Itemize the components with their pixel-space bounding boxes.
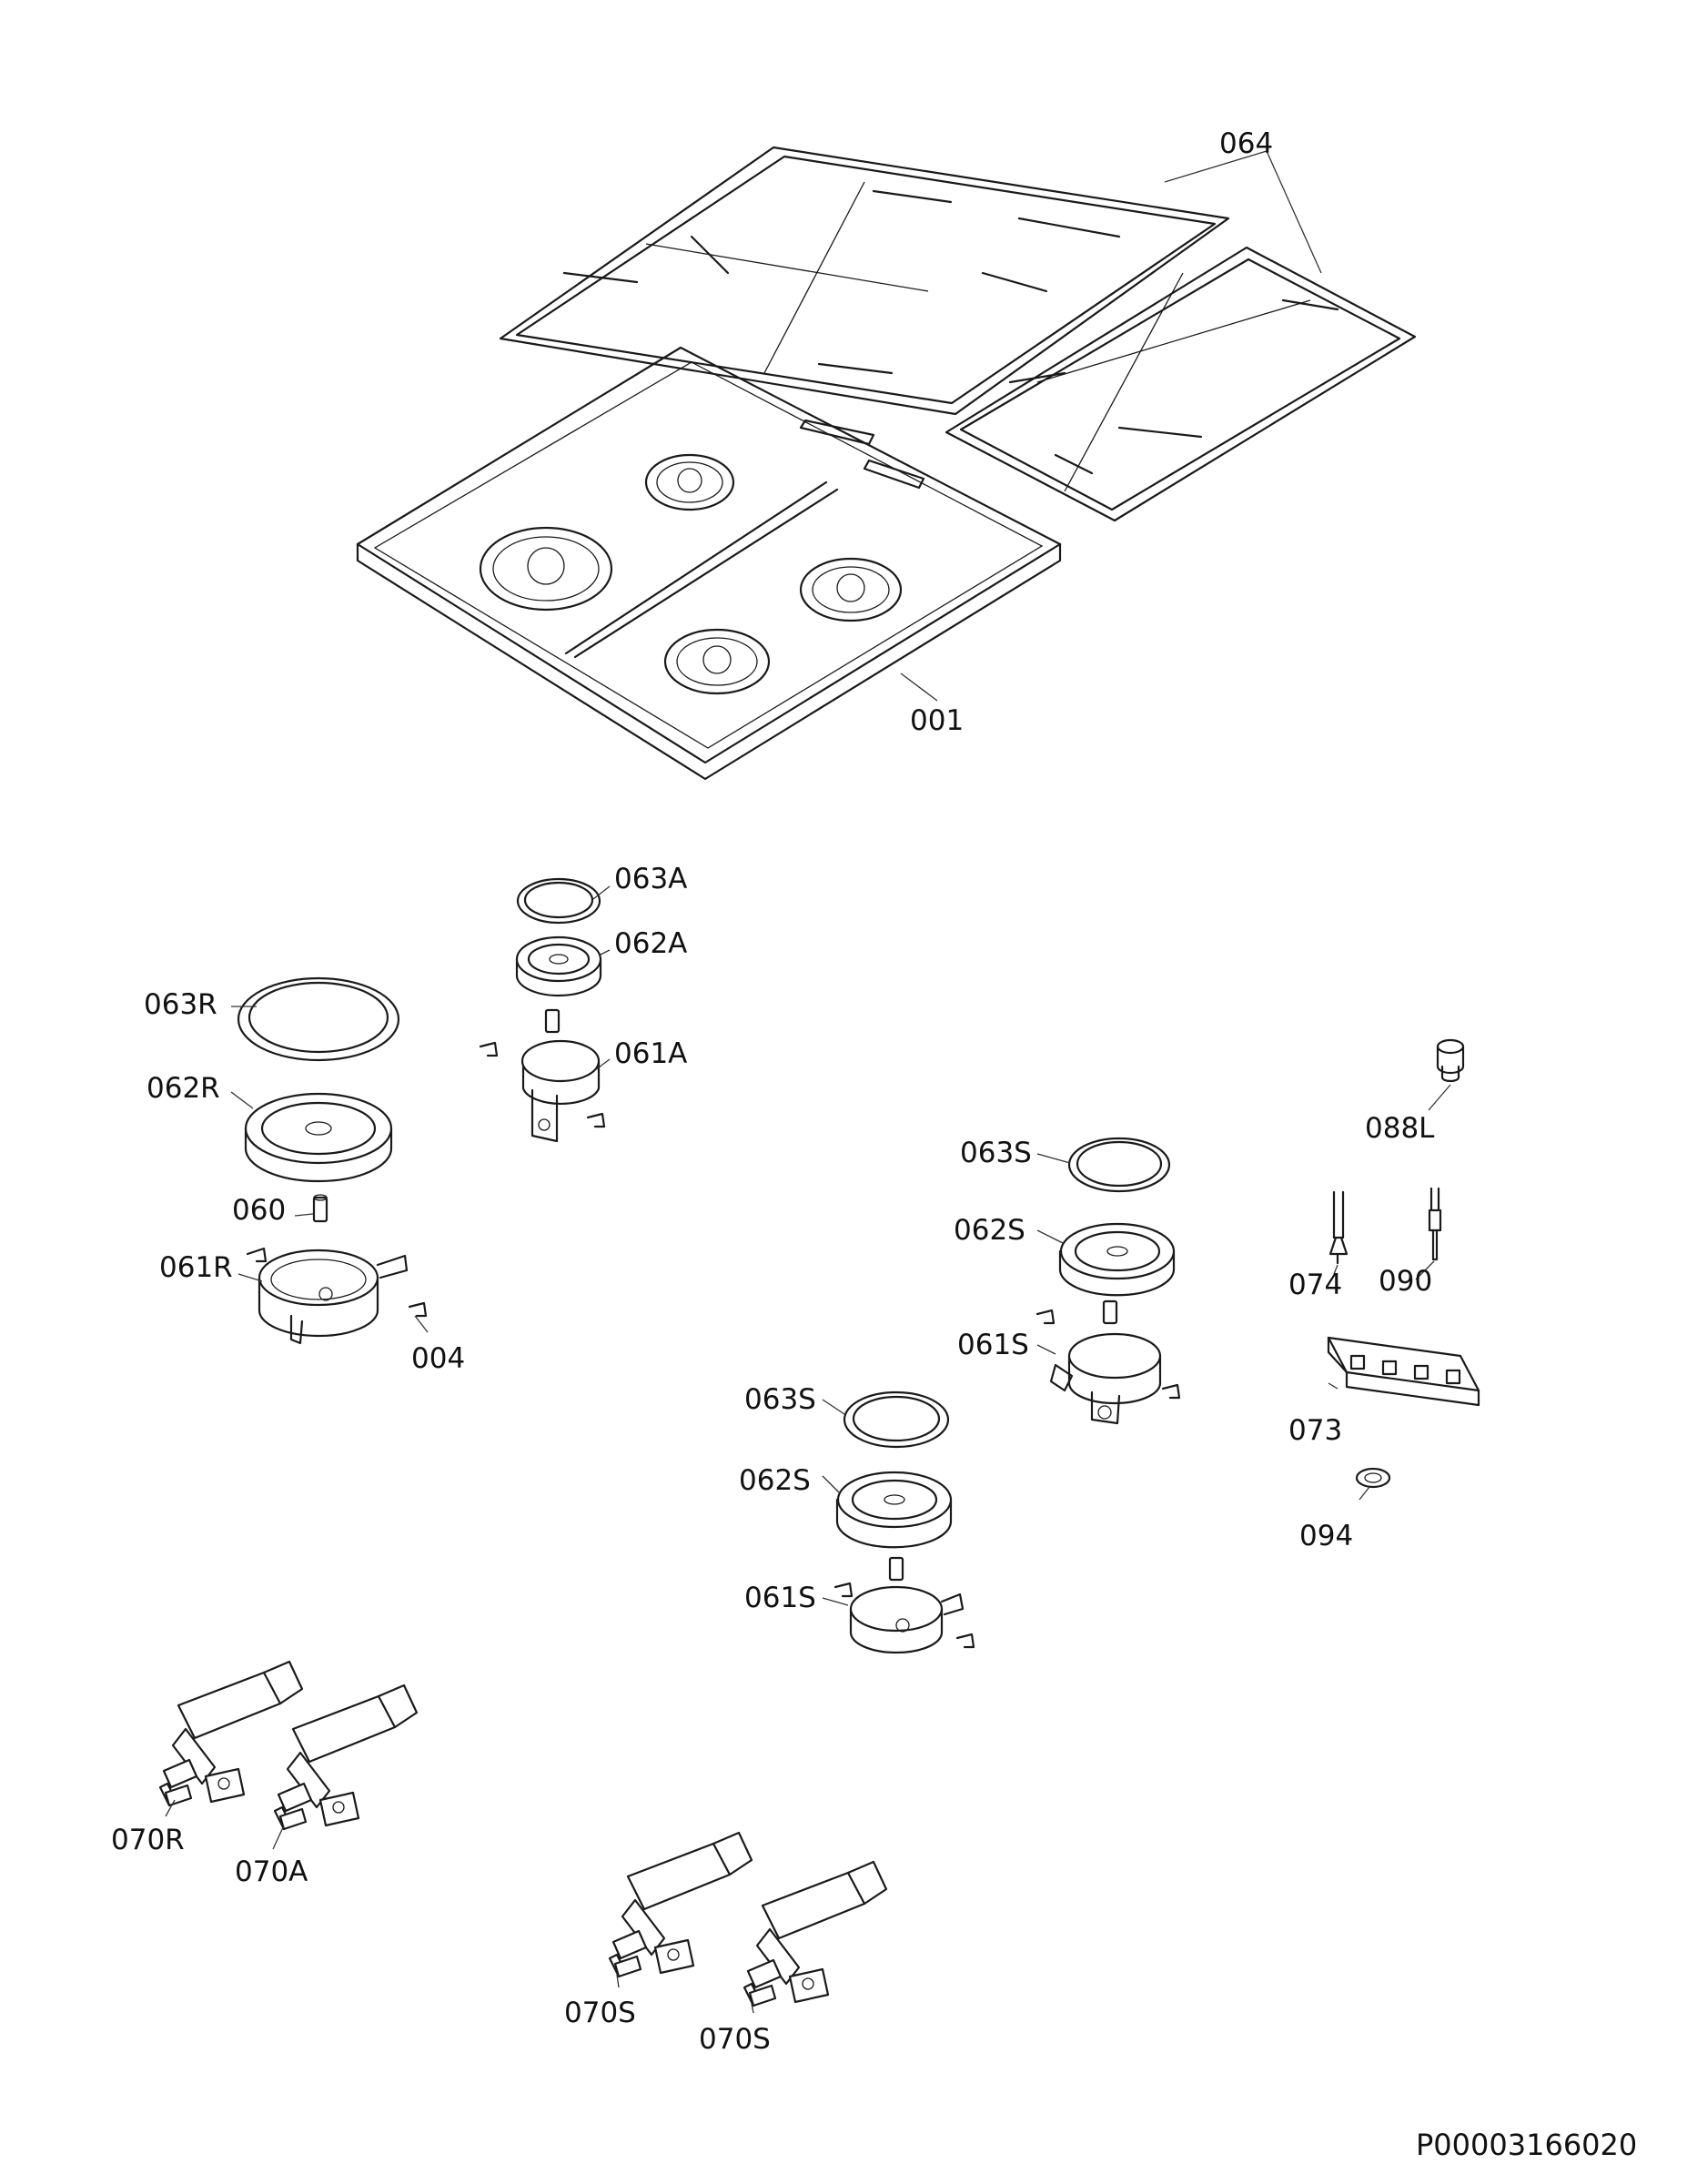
label-088L: 088L xyxy=(1365,1112,1435,1145)
label-070A: 070A xyxy=(235,1855,308,1888)
burner-hole-large xyxy=(479,526,613,612)
label-061A: 061A xyxy=(614,1037,687,1070)
label-090: 090 xyxy=(1379,1265,1432,1298)
gas-valve-semi-rapid-1 xyxy=(608,1831,753,1978)
burner-cap-semi-rapid-2 xyxy=(843,1390,950,1449)
clip-auxiliary-1 xyxy=(479,1041,499,1057)
gas-valve-auxiliary xyxy=(273,1684,419,1831)
label-073: 073 xyxy=(1288,1414,1342,1447)
burner-hole-medium-2 xyxy=(663,628,771,695)
label-063R: 063R xyxy=(144,988,217,1021)
clip-semi-rapid-1b xyxy=(1161,1383,1181,1400)
label-061S-1: 061S xyxy=(957,1329,1029,1361)
flame-spreader-rapid xyxy=(244,1092,393,1183)
injector-semi-rapid-2 xyxy=(888,1556,904,1582)
burner-body-semi-rapid-2 xyxy=(849,1585,965,1654)
injector-semi-rapid-1 xyxy=(1102,1299,1118,1325)
label-063S-2: 063S xyxy=(744,1383,816,1416)
clip-semi-rapid-1a xyxy=(1035,1309,1056,1325)
label-062A: 062A xyxy=(614,927,687,960)
gas-valve-rapid xyxy=(158,1660,304,1807)
label-063S-1: 063S xyxy=(960,1137,1032,1169)
hob-top-plate xyxy=(356,346,1062,781)
clip-semi-rapid-2b xyxy=(955,1633,975,1649)
burner-hole-small xyxy=(644,453,735,511)
leader-lines xyxy=(165,150,1451,2014)
clip-rapid-1 xyxy=(246,1247,268,1263)
label-004: 004 xyxy=(411,1342,465,1375)
part-094-washer xyxy=(1355,1467,1391,1489)
injector-auxiliary xyxy=(544,1008,561,1034)
label-094: 094 xyxy=(1299,1520,1353,1552)
part-073-ignition-unit xyxy=(1327,1336,1480,1407)
burner-cap-semi-rapid-1 xyxy=(1067,1137,1171,1193)
label-063A: 063A xyxy=(614,863,687,895)
part-labels: 064 001 063A 062A 061A 063R 062R 060 061… xyxy=(111,127,1435,2056)
pan-support-right xyxy=(945,246,1417,522)
flame-spreader-auxiliary xyxy=(515,935,602,997)
label-060: 060 xyxy=(232,1194,286,1227)
label-001: 001 xyxy=(910,704,964,737)
injector-rapid xyxy=(312,1194,328,1223)
label-070S-1: 070S xyxy=(564,1997,636,2029)
part-074-electrode xyxy=(1328,1190,1349,1265)
flame-spreader-semi-rapid-1 xyxy=(1058,1222,1176,1297)
label-074: 074 xyxy=(1288,1269,1342,1301)
burner-cap-rapid xyxy=(237,976,400,1062)
clip-semi-rapid-2a xyxy=(833,1582,854,1598)
clip-rapid-2 xyxy=(408,1301,428,1318)
label-064: 064 xyxy=(1219,127,1273,160)
part-088L xyxy=(1436,1038,1465,1083)
label-070S-2: 070S xyxy=(699,2023,771,2056)
document-number: P00003166020 xyxy=(1416,2128,1637,2162)
label-061R: 061R xyxy=(159,1251,233,1284)
gas-valve-semi-rapid-2 xyxy=(742,1860,888,2007)
burner-cap-auxiliary xyxy=(516,877,601,925)
burner-hole-medium-1 xyxy=(799,557,903,622)
flame-spreader-semi-rapid-2 xyxy=(835,1471,953,1549)
label-062S-2: 062S xyxy=(739,1464,811,1497)
label-070R: 070R xyxy=(111,1824,185,1856)
burner-body-semi-rapid-1 xyxy=(1049,1332,1162,1425)
clip-auxiliary-2 xyxy=(586,1112,606,1128)
pan-support-left xyxy=(499,146,1230,416)
label-062R: 062R xyxy=(146,1072,220,1105)
part-090-thermocouple xyxy=(1428,1187,1442,1261)
burner-body-rapid xyxy=(258,1249,409,1345)
label-061S-2: 061S xyxy=(744,1582,816,1614)
burner-body-auxiliary xyxy=(520,1039,601,1143)
label-062S-1: 062S xyxy=(954,1214,1025,1247)
